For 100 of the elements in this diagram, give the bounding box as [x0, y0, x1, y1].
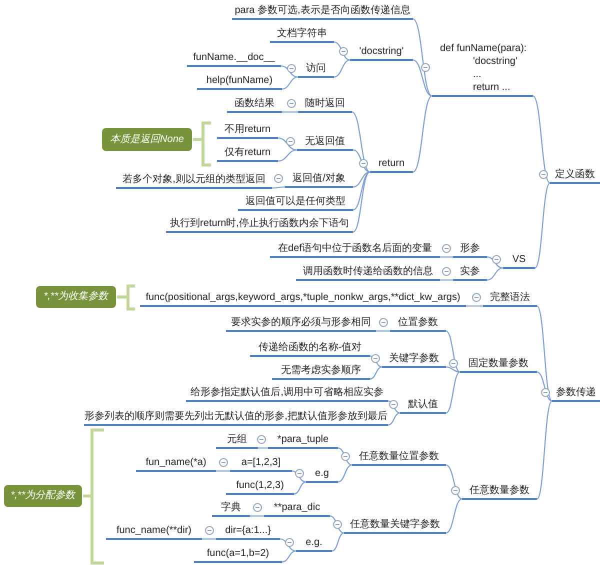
topic-label: funName.__doc__ — [187, 50, 281, 67]
connector-line — [446, 498, 462, 534]
connector-line — [486, 256, 504, 269]
connector-line — [282, 550, 296, 563]
summary-label: *,**为收集参数 — [36, 286, 116, 308]
connector-line — [536, 371, 552, 402]
code-line: def funName(para): — [440, 42, 527, 55]
connector-line — [440, 256, 453, 258]
topic-label: 定义函数 — [550, 167, 600, 184]
topic-label: e.g — [306, 466, 338, 483]
topic-label: 实参 — [453, 264, 487, 281]
connector-line — [388, 412, 400, 426]
topic-label: a=[1,2,3] — [230, 455, 292, 472]
connector-line — [352, 171, 370, 211]
topic-label: *para_tuple — [268, 432, 338, 449]
topic-label: 不用return — [217, 122, 278, 139]
topic-label: 在def语句中位于函数名后面的变量 — [270, 241, 440, 258]
connector-line — [352, 149, 370, 173]
connector-line — [278, 137, 298, 151]
topic-label: 仅有return — [217, 145, 278, 162]
connector-line — [412, 96, 432, 172]
topic-label: 位置参数 — [390, 315, 446, 332]
connector-line — [440, 279, 453, 281]
connector-line — [330, 515, 344, 534]
code-line: return ... — [473, 81, 510, 94]
code-line: ... — [473, 68, 482, 81]
topic-label: 元组 — [216, 432, 258, 449]
topic-label: 文档字符串 — [270, 26, 334, 43]
topic-label: fun_name(*a) — [136, 455, 216, 472]
connector-line — [412, 59, 432, 97]
topic-label: 形参列表的顺序则需要先列出无默认值的形参,把默认值形参放到最后 — [84, 409, 388, 426]
connector-line — [446, 372, 460, 414]
connector-line — [466, 305, 483, 307]
connector-line — [352, 112, 370, 172]
topic-label: 固定数量参数 — [460, 356, 537, 373]
topic-label: VS — [503, 252, 535, 269]
connector-line — [532, 96, 550, 184]
topic-label: 若多个对象,则以元组的类型返回 — [116, 172, 272, 189]
topic-label: 给形参指定默认值后,调用中可省略相应实参 — [186, 385, 388, 402]
connector-line — [294, 481, 306, 495]
connector-line — [292, 470, 306, 483]
topic-label: func(positional_args,keyword_args,*tuple_nonkw_args,**dict_kw_args) — [140, 290, 466, 307]
connector-line — [338, 447, 352, 466]
topic-label: 字典 — [212, 500, 250, 517]
connector-line — [412, 18, 432, 96]
topic-label: dir={a:1...} — [216, 523, 280, 540]
topic-label: 返回值可以是任何类型 — [238, 194, 353, 211]
connector-line — [446, 330, 460, 372]
topic-label: 参数传递 — [552, 385, 600, 402]
topic-label: 无返回值 — [297, 134, 353, 151]
topic-label: 'docstring' — [350, 44, 413, 61]
connector-line — [536, 306, 552, 402]
connector-line — [280, 65, 298, 78]
topic-label: 函数结果 — [227, 96, 282, 113]
connector-line — [272, 186, 285, 189]
topic-label: 完整语法 — [483, 290, 537, 307]
connector-line — [370, 355, 382, 368]
topic-label: return — [370, 156, 413, 173]
topic-label: func_name(**dir) — [106, 523, 202, 540]
topic-label: 执行到return时,停止执行函数内余下语句 — [166, 216, 353, 233]
connector-line — [388, 400, 400, 414]
topic-label: 任意数量参数 — [462, 483, 537, 500]
connector-line — [332, 532, 344, 552]
topic-label: para 参数可选,表示是否向函数传递信息 — [232, 3, 413, 20]
topic-label: 访问 — [298, 61, 334, 78]
topic-label: 任意数量关键字参数 — [344, 517, 446, 534]
connector-line — [376, 330, 390, 332]
connector-line — [352, 172, 370, 232]
connector-line — [334, 59, 350, 78]
code-line: 'docstring' — [473, 55, 518, 68]
connector-line — [486, 267, 504, 281]
connector-line — [338, 464, 352, 483]
topic-label: 返回值/对象 — [285, 171, 353, 188]
topic-label: 要求实参的顺序必须与形参相同 — [226, 315, 376, 332]
summary-label: *,**为分配参数 — [4, 485, 82, 507]
connector-line — [258, 447, 268, 449]
topic-label: 随时返回 — [298, 96, 352, 113]
connector-line — [250, 515, 264, 517]
topic-label: help(funName) — [197, 73, 282, 90]
connector-line — [282, 76, 298, 90]
connector-line — [536, 400, 552, 500]
connector-line — [534, 182, 550, 268]
topic-label: 无需考虑实参顺序 — [272, 363, 370, 380]
connector-line — [216, 470, 230, 472]
connector-line — [202, 538, 216, 540]
connector-line — [280, 538, 296, 552]
topic-label: 任意数量位置参数 — [352, 449, 446, 466]
connector-line — [370, 366, 382, 380]
connector-line — [334, 41, 350, 61]
topic-label: 调用函数时传递给函数的信息 — [296, 264, 440, 281]
topic-label: 形参 — [453, 241, 487, 258]
topic-label: 传递给函数的名称-值对 — [250, 340, 370, 357]
connector-line — [352, 171, 370, 188]
connector-line — [446, 366, 460, 373]
topic-label: 关键字参数 — [382, 351, 446, 368]
connector-line — [282, 111, 298, 113]
topic-label: func(1,2,3) — [226, 478, 294, 495]
connector-line — [278, 149, 298, 162]
summary-label: 本质是返回None — [102, 128, 192, 151]
topic-label: e.g. — [296, 535, 332, 552]
